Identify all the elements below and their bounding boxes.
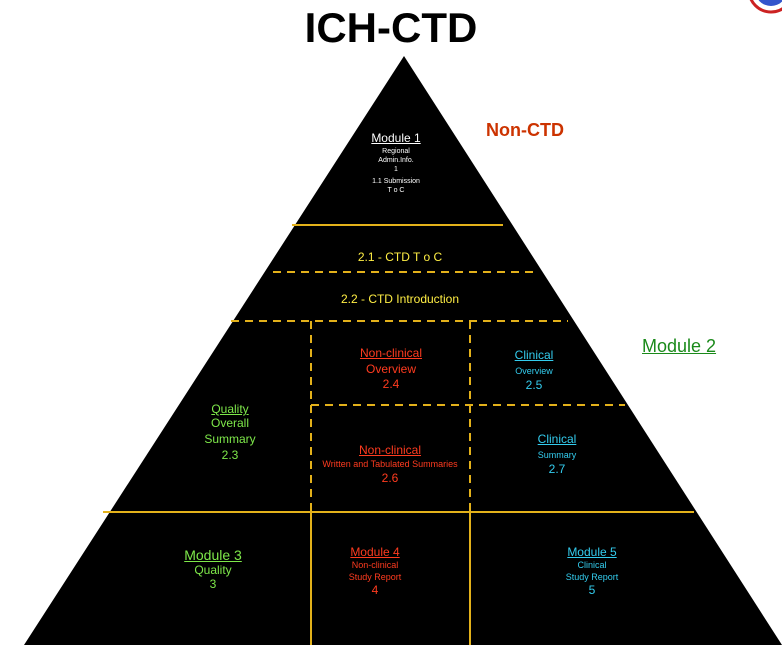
module4-line2: Study Report bbox=[348, 572, 402, 583]
quality-summary-title: Quality bbox=[211, 402, 249, 416]
module3-title: Module 3 bbox=[184, 547, 242, 563]
module1-line2: Admin.Info. bbox=[378, 156, 414, 164]
logo-icon bbox=[749, 0, 782, 14]
nonclinical-overview-title: Non-clinical bbox=[359, 346, 423, 360]
module2-label: Module 2 bbox=[642, 336, 717, 356]
clinical-summary-title: Clinical bbox=[537, 432, 577, 446]
module4-title: Module 4 bbox=[350, 545, 400, 559]
module4-line1: Non-clinical bbox=[351, 559, 399, 570]
module1-block: Module 1 Regional Admin.Info. 1 1.1 Subm… bbox=[336, 132, 456, 194]
module1-line5: T o C bbox=[387, 186, 405, 194]
nonclinical-overview-line2: 2.4 bbox=[382, 377, 400, 392]
module1-title: Module 1 bbox=[371, 131, 421, 145]
module5-title: Module 5 bbox=[567, 545, 617, 559]
module1-line1: Regional bbox=[382, 147, 410, 155]
module5-line2: Study Report bbox=[565, 572, 619, 583]
clinical-overview-line1: Overview bbox=[515, 365, 553, 376]
nonclinical-summaries-line1: Written and Tabulated Summaries bbox=[322, 458, 458, 469]
clinical-summary-line2: 2.7 bbox=[548, 462, 566, 477]
nonclinical-overview-line1: Overview bbox=[365, 361, 416, 376]
quality-summary-block: Quality Overall Summary 2.3 bbox=[180, 403, 280, 461]
clinical-overview-line2: 2.5 bbox=[525, 378, 543, 393]
nonclinical-summaries-block: Non-clinical Written and Tabulated Summa… bbox=[300, 444, 480, 485]
page-title: ICH-CTD bbox=[304, 4, 478, 51]
quality-summary-line1: Overall bbox=[210, 415, 249, 430]
module1-line3: 1 bbox=[394, 166, 398, 174]
quality-summary-line2: Summary bbox=[204, 432, 256, 447]
pyramid-shape bbox=[24, 56, 782, 645]
clinical-overview-title: Clinical bbox=[514, 348, 554, 362]
module3-line2: 3 bbox=[209, 577, 217, 592]
nonclinical-summaries-title: Non-clinical bbox=[358, 443, 422, 457]
module5-line3: 5 bbox=[588, 583, 596, 598]
nonclinical-summaries-line2: 2.6 bbox=[381, 471, 399, 486]
module3-line1: Quality bbox=[194, 562, 232, 577]
module5-line1: Clinical bbox=[577, 559, 607, 570]
module3-block: Module 3 Quality 3 bbox=[158, 548, 268, 591]
ctd-toc-label: 2.1 - CTD T o C bbox=[357, 250, 443, 264]
non-ctd-label: Non-CTD bbox=[486, 120, 564, 140]
ctd-intro-label: 2.2 - CTD Introduction bbox=[340, 292, 460, 306]
clinical-summary-line1: Summary bbox=[537, 449, 577, 460]
module1-line4: 1.1 Submission bbox=[372, 177, 420, 185]
nonclinical-overview-block: Non-clinical Overview 2.4 bbox=[331, 347, 451, 391]
module4-line3: 4 bbox=[371, 583, 379, 598]
clinical-summary-block: Clinical Summary 2.7 bbox=[512, 433, 602, 476]
clinical-overview-block: Clinical Overview 2.5 bbox=[489, 349, 579, 392]
module4-block: Module 4 Non-clinical Study Report 4 bbox=[325, 546, 425, 597]
quality-summary-line3: 2.3 bbox=[221, 447, 239, 462]
module5-block: Module 5 Clinical Study Report 5 bbox=[542, 546, 642, 597]
